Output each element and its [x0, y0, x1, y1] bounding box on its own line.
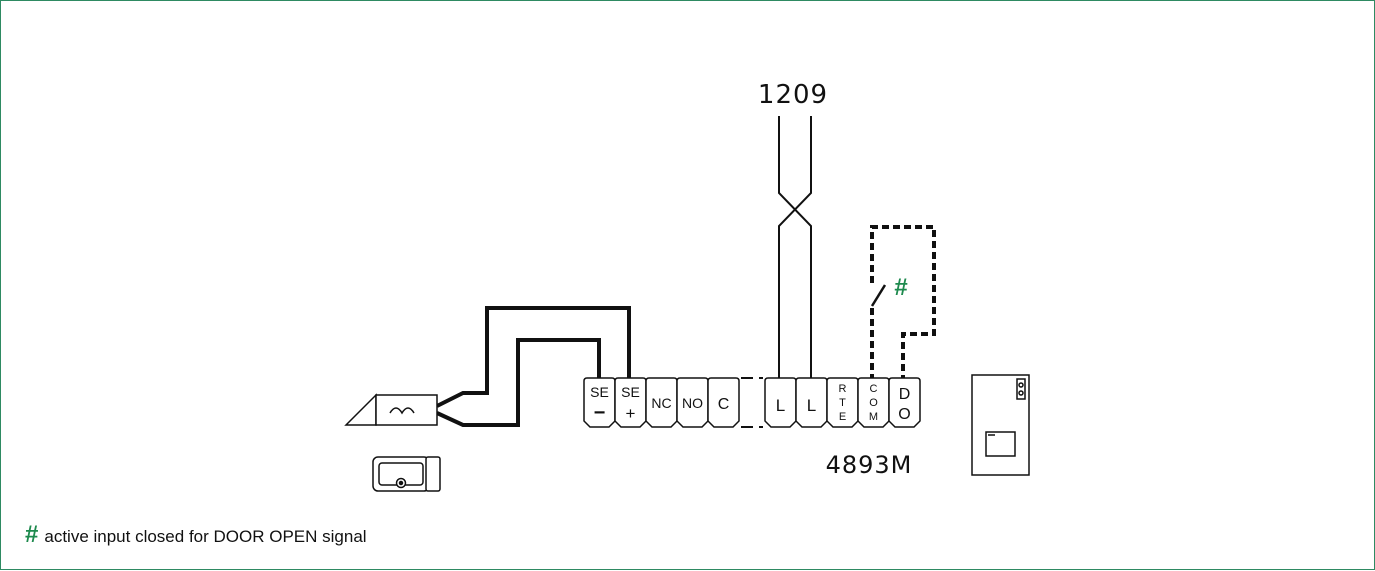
- terminal-l1: L: [764, 377, 797, 428]
- com-do-dashed-loop: [870, 225, 936, 381]
- footnote-marker: #: [25, 521, 39, 548]
- terminal-com: C O M: [857, 377, 890, 428]
- terminal-rte-r: R: [839, 383, 847, 395]
- bus-wire-a: [778, 116, 812, 381]
- switch-marker: #: [894, 274, 907, 301]
- terminal-no-label: NO: [682, 395, 703, 411]
- terminal-com-c: C: [870, 383, 878, 395]
- terminal-rte-t: T: [839, 397, 846, 409]
- door-switch-contact: [870, 284, 887, 307]
- terminal-c-label: C: [718, 396, 730, 413]
- terminal-do-o: O: [898, 406, 910, 423]
- device-module-led-b: [1018, 390, 1024, 396]
- terminal-do-d: D: [899, 386, 911, 403]
- terminal-se-plus-top: SE: [621, 384, 640, 400]
- terminal-block: SE − SE + NC NO C: [583, 377, 921, 428]
- terminal-do: D O: [888, 377, 921, 428]
- device-module-icon: [971, 374, 1030, 476]
- electric-strike-symbol: [344, 393, 438, 426]
- lock-device-plate: [425, 456, 441, 492]
- device-module-window: [985, 431, 1016, 457]
- lock-wire-plus: [436, 306, 631, 408]
- bus-wire-b: [778, 116, 812, 381]
- strike-coil-icon: [389, 407, 415, 415]
- lock-wire-minus: [436, 338, 601, 427]
- terminal-l2-label: L: [807, 396, 816, 415]
- terminal-com-o: O: [869, 397, 878, 409]
- terminal-l2: L: [795, 377, 828, 428]
- terminal-l1-label: L: [776, 396, 785, 415]
- device-module-connector: [1016, 378, 1026, 400]
- terminal-c: C: [707, 377, 740, 428]
- footnote: # active input closed for DOOR OPEN sign…: [25, 521, 367, 549]
- terminal-se-minus-sign: −: [594, 402, 606, 424]
- device-module-led-a: [1018, 382, 1024, 388]
- lock-keyhole-dot-icon: [398, 480, 404, 486]
- terminal-rte-e: E: [839, 411, 846, 423]
- terminal-nc: NC: [645, 377, 678, 428]
- terminal-se-minus-top: SE: [590, 384, 609, 400]
- door-open-wiring: [870, 225, 936, 381]
- footnote-text: active input closed for DOOR OPEN signal: [44, 527, 367, 546]
- terminal-rte: R T E: [826, 377, 859, 428]
- bus-label: 1209: [758, 80, 828, 110]
- device-label: 4893M: [826, 451, 913, 479]
- terminal-nc-label: NC: [651, 395, 671, 411]
- terminal-com-m: M: [869, 411, 878, 423]
- lock-wires: [436, 306, 631, 427]
- strike-wedge: [344, 393, 377, 426]
- terminal-se-plus: SE +: [614, 377, 647, 428]
- terminal-no: NO: [676, 377, 709, 428]
- lock-device-icon: [372, 456, 441, 492]
- strike-body: [375, 394, 438, 426]
- bus-wires: [778, 116, 812, 381]
- terminal-se-minus: SE −: [583, 377, 616, 428]
- terminal-se-plus-sign: +: [626, 404, 636, 423]
